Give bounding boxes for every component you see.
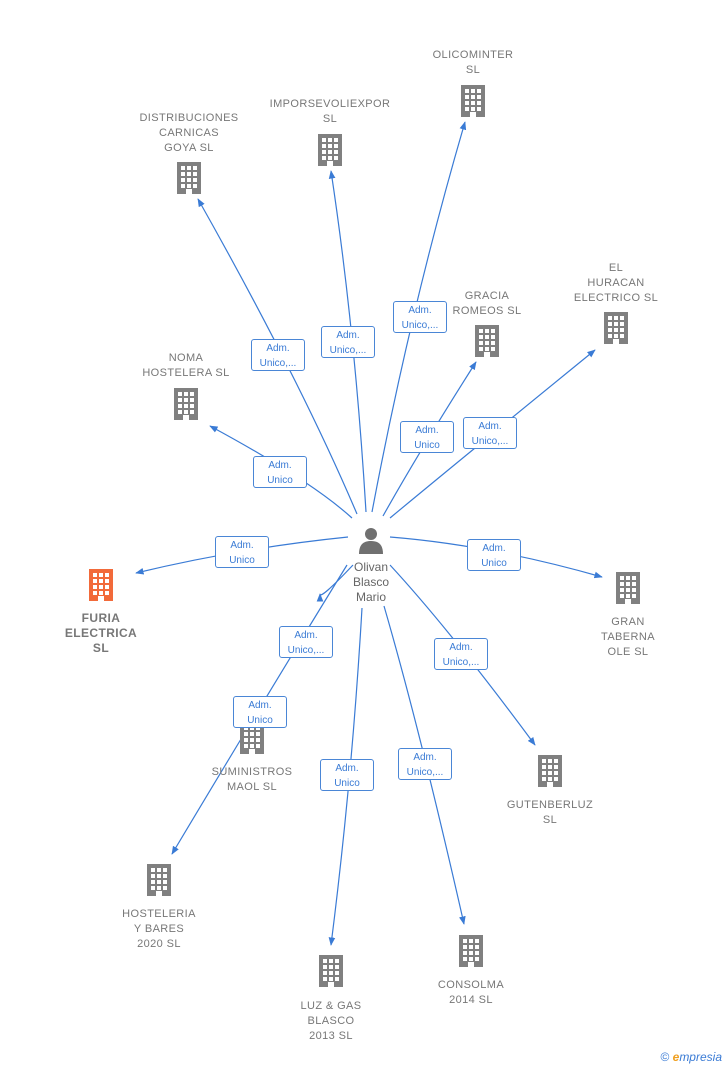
role-badge-hosteleria[interactable]: Adm. Unico (233, 696, 287, 728)
role-badge-huracan[interactable]: Adm. Unico,... (463, 417, 517, 449)
building-icon (121, 387, 251, 426)
building-icon (266, 954, 396, 993)
copyright-symbol: © (660, 1050, 670, 1064)
building-icon (406, 934, 536, 973)
person-node[interactable]: Olivan Blasco Mario (331, 525, 411, 605)
building-icon (485, 754, 615, 793)
person-name: Olivan Blasco Mario (352, 560, 390, 604)
role-badge-luz[interactable]: Adm. Unico (320, 759, 374, 791)
company-node-suministros[interactable]: SUMINISTROS MAOL SL (187, 721, 317, 795)
role-badge-gran[interactable]: Adm. Unico (467, 539, 521, 571)
company-node-consolma[interactable]: CONSOLMA 2014 SL (406, 934, 536, 1008)
building-icon (408, 84, 538, 123)
role-badge-furia[interactable]: Adm. Unico (215, 536, 269, 568)
company-name: EL HURACAN ELECTRICO SL (573, 262, 659, 304)
brand-footer: © empresia (660, 1050, 722, 1064)
company-node-gutenberluz[interactable]: GUTENBERLUZ SL (485, 754, 615, 828)
company-name: FURIA ELECTRICA SL (64, 611, 138, 655)
company-name: CONSOLMA 2014 SL (437, 979, 505, 1006)
role-badge-olicominter[interactable]: Adm. Unico,... (393, 301, 447, 333)
role-badge-imporsevoliexpor[interactable]: Adm. Unico,... (321, 326, 375, 358)
building-icon (265, 133, 395, 172)
company-name: HOSTELERIA Y BARES 2020 SL (122, 908, 196, 950)
brand-logo-e: e (672, 1050, 680, 1064)
building-icon (124, 161, 254, 200)
role-badge-suministros[interactable]: Adm. Unico,... (279, 626, 333, 658)
building-icon (94, 863, 224, 902)
company-name: OLICOMINTER SL (432, 49, 514, 76)
company-name: GUTENBERLUZ SL (506, 799, 594, 826)
company-node-olicominter[interactable]: OLICOMINTER SL (408, 48, 538, 123)
company-node-distribuciones[interactable]: DISTRIBUCIONES CARNICAS GOYA SL (124, 111, 254, 200)
role-badge-gracia[interactable]: Adm. Unico (400, 421, 454, 453)
company-name: GRACIA ROMEOS SL (452, 290, 522, 317)
company-node-huracan[interactable]: EL HURACAN ELECTRICO SL (551, 261, 681, 350)
company-node-gran[interactable]: GRAN TABERNA OLE SL (563, 571, 693, 660)
building-icon (551, 311, 681, 350)
company-name: SUMINISTROS MAOL SL (211, 766, 293, 793)
company-node-luz[interactable]: LUZ & GAS BLASCO 2013 SL (266, 954, 396, 1044)
company-node-gracia[interactable]: GRACIA ROMEOS SL (422, 289, 552, 363)
building-icon (36, 568, 166, 607)
company-name: GRAN TABERNA OLE SL (601, 616, 655, 658)
company-name: IMPORSEVOLIEXPOR SL (269, 98, 391, 125)
building-icon (563, 571, 693, 610)
company-name: DISTRIBUCIONES CARNICAS GOYA SL (139, 112, 239, 154)
person-icon (359, 528, 383, 554)
role-badge-gutenberluz[interactable]: Adm. Unico,... (434, 638, 488, 670)
building-icon (422, 324, 552, 363)
role-badge-distribuciones[interactable]: Adm. Unico,... (251, 339, 305, 371)
company-name: LUZ & GAS BLASCO 2013 SL (300, 1000, 362, 1042)
role-badge-noma[interactable]: Adm. Unico (253, 456, 307, 488)
company-node-hosteleria[interactable]: HOSTELERIA Y BARES 2020 SL (94, 863, 224, 952)
company-name: NOMA HOSTELERA SL (142, 352, 230, 379)
company-node-noma[interactable]: NOMA HOSTELERA SL (121, 351, 251, 426)
role-badge-consolma[interactable]: Adm. Unico,... (398, 748, 452, 780)
edge-consolma (383, 605, 466, 925)
edge-suministros (316, 564, 354, 602)
company-node-furia[interactable]: FURIA ELECTRICA SL (36, 568, 166, 656)
brand-logo-text: mpresia (679, 1050, 722, 1064)
company-node-imporsevoliexpor[interactable]: IMPORSEVOLIEXPOR SL (265, 97, 395, 172)
